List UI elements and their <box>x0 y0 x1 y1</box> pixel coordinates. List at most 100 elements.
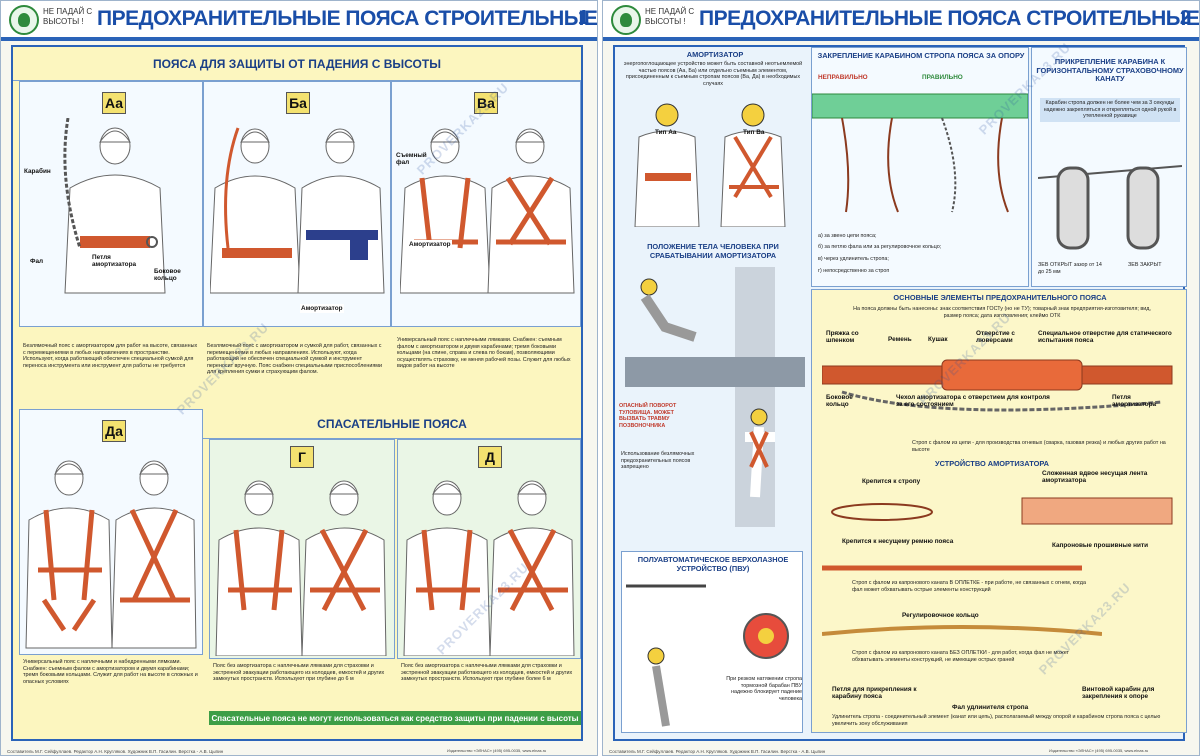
shock-absorber-illustration <box>831 497 1173 525</box>
tag-d: Д <box>478 446 502 468</box>
content-frame: АМОРТИЗАТОР энергопоглощающее устройство… <box>613 45 1187 741</box>
label-spec: Специальное отверстие для статического и… <box>1038 330 1172 344</box>
elements-block: ОСНОВНЫЕ ЭЛЕМЕНТЫ ПРЕДОХРАНИТЕЛЬНОГО ПОЯ… <box>811 289 1187 733</box>
desc-ba: Безлямочный пояс с амортизатором и сумко… <box>207 343 382 375</box>
fall-illustration <box>625 267 805 527</box>
label-wrong: НЕПРАВИЛЬНО <box>818 74 868 81</box>
label-right: ПРАВИЛЬНО <box>922 74 963 81</box>
section-title-rescue: СПАСАТЕЛЬНЫЕ ПОЯСА <box>203 409 581 439</box>
kanat-text: Карабин стропа должен не более чем за 3 … <box>1040 98 1180 122</box>
desc-d: Пояс без амортизатора с наплечными лямка… <box>401 663 573 682</box>
carabiner-diagram <box>812 93 1028 213</box>
label-petlya-krep: Петля для прикрепления к карабину пояса <box>832 686 917 700</box>
belt-cell-va: Ва Съемный фал Амортизатор <box>391 81 581 327</box>
desc-da: Универсальный пояс с наплечными и набедр… <box>23 659 198 685</box>
zakr-list-item: в) через удлинитель стропа; <box>818 256 889 262</box>
label-pryazhka: Пряжка со шпенком <box>826 330 859 344</box>
zev-open: ЗЕВ ОТКРЫТ зазор от 14 до 25 мм <box>1038 262 1102 275</box>
label-chehol: Чехол амортизатора с отверстием для конт… <box>896 394 1050 408</box>
poster-header: НЕ ПАДАЙ С ВЫСОТЫ ! ПРЕДОХРАНИТЕЛЬНЫЕ ПО… <box>603 1 1200 41</box>
zev-closed: ЗЕВ ЗАКРЫТ <box>1128 262 1162 268</box>
label-vint-karabin: Винтовой карабин для закрепления к опоре <box>1082 686 1155 700</box>
label-remen: Ремень <box>888 336 912 343</box>
label-kapron: Капроновые прошивные нити <box>1052 542 1149 549</box>
zakr-list-item: а) за звено цепи пояса; <box>818 233 877 239</box>
safety-logo-icon <box>9 5 39 35</box>
credits: Составитель М.Г. Сейфуллаев. Редактор А.… <box>7 749 224 754</box>
belt-cell-g: Г <box>209 439 395 659</box>
belt-cell-da: Да <box>19 409 203 655</box>
worker-illustration-d <box>403 480 575 656</box>
strop-chain-text: Строп с фалом из цепи - для производства… <box>912 440 1166 453</box>
zakr-list-item: г) непосредственно за строп <box>818 268 890 274</box>
label-bokovoe-el: Боковое кольцо <box>826 394 853 408</box>
worker-illustration-g <box>215 480 387 656</box>
publisher-info: Издательство «ЭЛНАС» (495) 695-0035, www… <box>1049 748 1149 753</box>
pvu-block: ПОЛУАВТОМАТИЧЕСКОЕ ВЕРХОЛАЗНОЕ УСТРОЙСТВ… <box>621 551 803 733</box>
label-fal-udl: Фал удлинителя стропа <box>952 704 1029 711</box>
header-divider <box>1 37 597 41</box>
zakreplenie-title: ЗАКРЕПЛЕНИЕ КАРАБИНОМ СТРОПА ПОЯСА ЗА ОП… <box>817 51 1025 60</box>
label-krepitsya-stropu: Крепится к стропу <box>862 478 921 485</box>
worker-illustration-da <box>25 460 197 649</box>
belt-cell-ba: Ба Амортизатор <box>203 81 391 327</box>
label-karabin: Карабин <box>24 168 51 175</box>
section-title-fall: ПОЯСА ДЛЯ ЗАЩИТЫ ОТ ПАДЕНИЯ С ВЫСОТЫ <box>13 47 581 81</box>
belt-cell-d: Д <box>397 439 581 659</box>
worker-illustration-aa <box>63 118 166 294</box>
label-petlya-el: Петля амортизатора <box>1112 394 1157 408</box>
poster-1: НЕ ПАДАЙ С ВЫСОТЫ ! ПРЕДОХРАНИТЕЛЬНЫЕ ПО… <box>0 0 598 756</box>
label-krepitsya-remnyu: Крепится к несущему ремню пояса <box>842 538 954 545</box>
amort-text: энергопоглощающее устройство может быть … <box>623 61 803 87</box>
tag-g: Г <box>290 446 314 468</box>
label-bokovoe: Боковое кольцо <box>154 268 181 282</box>
amort-title: АМОРТИЗАТОР <box>686 50 744 59</box>
strop-bez-text: Строп с фалом из капронового каната БЕЗ … <box>852 650 1070 663</box>
label-amortizator: Амортизатор <box>300 304 344 313</box>
udl-text: Удлинитель стропа - соединительный элеме… <box>832 714 1161 727</box>
position-text: Использование безлямочных предохранитель… <box>621 451 695 470</box>
label-type-aa: Тип Аа <box>655 129 677 136</box>
worker-illustration-va <box>400 128 575 294</box>
ustroystvo-title: УСТРОЙСТВО АМОРТИЗАТОРА <box>935 459 1049 468</box>
desc-va: Универсальный пояс с наплечными лямками.… <box>397 337 571 369</box>
label-type-va: Тип Ва <box>743 129 765 136</box>
safety-logo-icon <box>611 5 641 35</box>
label-amortizator-va: Амортизатор <box>408 240 452 249</box>
poster-2: НЕ ПАДАЙ С ВЫСОТЫ ! ПРЕДОХРАНИТЕЛЬНЫЕ ПО… <box>602 0 1200 756</box>
strop-opletka-text: Строп с фалом из капронового каната В ОП… <box>852 580 1086 593</box>
elements-text: На пояса должны быть нанесены: знак соот… <box>853 306 1151 319</box>
label-slozhennaya: Сложенная вдвое несущая лента амортизато… <box>1042 470 1148 484</box>
label-fal: Фал <box>30 258 44 265</box>
credits: Составитель М.Г. Сейфуллаев. Редактор А.… <box>609 749 826 754</box>
pvu-illustration <box>626 584 789 727</box>
slogan: НЕ ПАДАЙ С ВЫСОТЫ ! <box>43 7 93 26</box>
zakr-list-item: б) за петлю фала или за регулировочное к… <box>818 244 942 250</box>
belt-cell-aa: Аа Карабин Фал Петля амортизатора Боково… <box>19 81 203 327</box>
slogan: НЕ ПАДАЙ С ВЫСОТЫ ! <box>645 7 695 26</box>
header-divider <box>603 37 1199 41</box>
kanat-block: ПРИКРЕПЛЕНИЕ КАРАБИНА К ГОРИЗОНТАЛЬНОМУ … <box>1031 47 1187 287</box>
danger-note: ОПАСНЫЙ ПОВОРОТ ТУЛОВИЩА. МОЖЕТ ВЫЗВАТЬ … <box>619 403 677 429</box>
pvu-text: При резком натяжении стропа тормозной ба… <box>726 676 802 702</box>
page-number: 2 <box>1179 7 1191 29</box>
warning-bar: Спасательные пояса не могут использовать… <box>209 711 581 725</box>
braided-rope-illustration <box>822 565 1082 571</box>
belt-illustration <box>822 359 1173 412</box>
rope-illustration <box>822 625 1102 636</box>
desc-g: Пояс без амортизатора с наплечными лямка… <box>213 663 385 682</box>
poster-title: ПРЕДОХРАНИТЕЛЬНЫЕ ПОЯСА СТРОИТЕЛЬНЫЕ <box>699 7 1200 30</box>
zakreplenie-block: ЗАКРЕПЛЕНИЕ КАРАБИНОМ СТРОПА ПОЯСА ЗА ОП… <box>811 47 1029 287</box>
desc-aa: Безлямочный пояс с амортизатором для раб… <box>23 343 198 369</box>
pvu-title: ПОЛУАВТОМАТИЧЕСКОЕ ВЕРХОЛАЗНОЕ УСТРОЙСТВ… <box>637 555 789 573</box>
poster-header: НЕ ПАДАЙ С ВЫСОТЫ ! ПРЕДОХРАНИТЕЛЬНЫЕ ПО… <box>1 1 597 41</box>
elements-title: ОСНОВНЫЕ ЭЛЕМЕНТЫ ПРЕДОХРАНИТЕЛЬНОГО ПОЯ… <box>893 293 1107 302</box>
label-petlya: Петля амортизатора <box>92 254 137 268</box>
workers-illustration <box>634 103 786 227</box>
carabiner-illustration <box>1038 165 1182 250</box>
kanat-title: ПРИКРЕПЛЕНИЕ КАРАБИНА К ГОРИЗОНТАЛЬНОМУ … <box>1036 57 1184 83</box>
tag-ba: Ба <box>286 92 310 114</box>
tag-da: Да <box>102 420 126 442</box>
label-otverstie: Отверстие с люверсами <box>976 330 1015 344</box>
position-title: ПОЛОЖЕНИЕ ТЕЛА ЧЕЛОВЕКА ПРИ СРАБАТЫВАНИИ… <box>647 242 779 260</box>
